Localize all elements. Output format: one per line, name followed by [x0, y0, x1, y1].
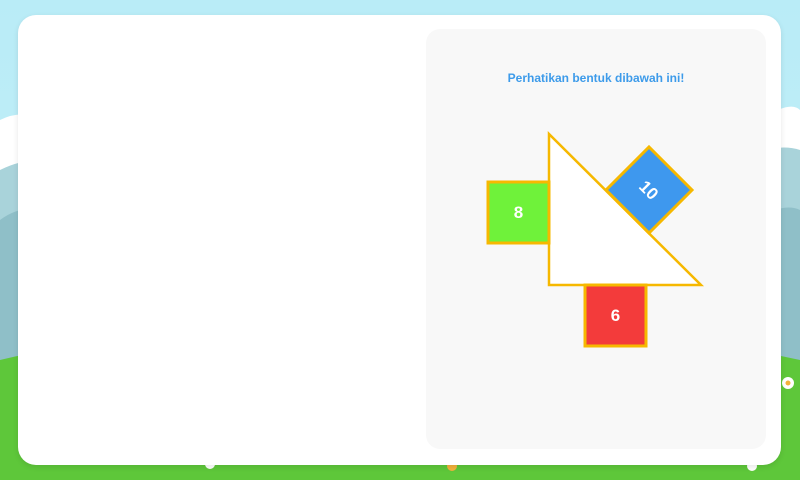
question-panel: Perhatikan bentuk dibawah ini! 8 6 10: [426, 29, 766, 449]
square-horizontal-leg[interactable]: [583, 283, 648, 348]
instruction-text: Perhatikan bentuk dibawah ini!: [507, 71, 685, 85]
pythagoras-figure: 8 6 10: [486, 130, 705, 348]
square-vertical-leg[interactable]: [486, 180, 551, 245]
label-horizontal-leg: 6: [611, 306, 620, 325]
label-vertical-leg: 8: [514, 203, 523, 222]
square-hypotenuse[interactable]: [603, 144, 695, 236]
